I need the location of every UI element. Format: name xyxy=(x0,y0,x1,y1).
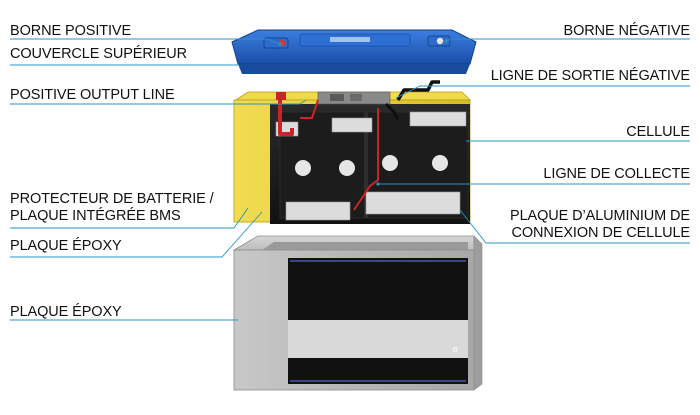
negative-terminal-icon xyxy=(427,35,451,47)
label-positive-output-line: POSITIVE OUTPUT LINE xyxy=(10,87,175,103)
label-protecteur-line2: PLAQUE INTÉGRÉE BMS xyxy=(10,208,181,224)
label-plaque-epoxy-1: PLAQUE ÉPOXY xyxy=(10,238,122,254)
label-borne-negative: BORNE NÉGATIVE xyxy=(563,23,691,39)
label-protecteur-line1: PROTECTEUR DE BATTERIE / xyxy=(10,191,214,207)
label-plaque-aluminium-line1: PLAQUE D’ALUMINIUM DE xyxy=(510,208,690,224)
label-borne-positive: BORNE POSITIVE xyxy=(10,23,132,39)
top-cover xyxy=(231,29,477,74)
label-ligne-sortie-negative: LIGNE DE SORTIE NÉGATIVE xyxy=(490,68,690,84)
cell-terminal-icon xyxy=(339,160,355,176)
cell-terminal-icon xyxy=(432,155,448,171)
label-couvercle-superieur: COUVERCLE SUPÉRIEUR xyxy=(10,46,187,62)
label-plaque-epoxy-2: PLAQUE ÉPOXY xyxy=(10,304,122,320)
leader-lines xyxy=(10,38,690,321)
case-logo-icon: ⚙ xyxy=(452,346,458,354)
cell-module xyxy=(233,80,471,224)
outer-case: ⚙ xyxy=(232,235,483,391)
label-cellule: CELLULE xyxy=(626,124,690,140)
cell-terminal-icon xyxy=(382,155,398,171)
positive-terminal-icon xyxy=(263,37,289,49)
label-plaque-aluminium-line2: CONNEXION DE CELLULE xyxy=(511,225,691,241)
cell-terminal-icon xyxy=(295,160,311,176)
label-ligne-de-collecte: LIGNE DE COLLECTE xyxy=(543,166,690,182)
